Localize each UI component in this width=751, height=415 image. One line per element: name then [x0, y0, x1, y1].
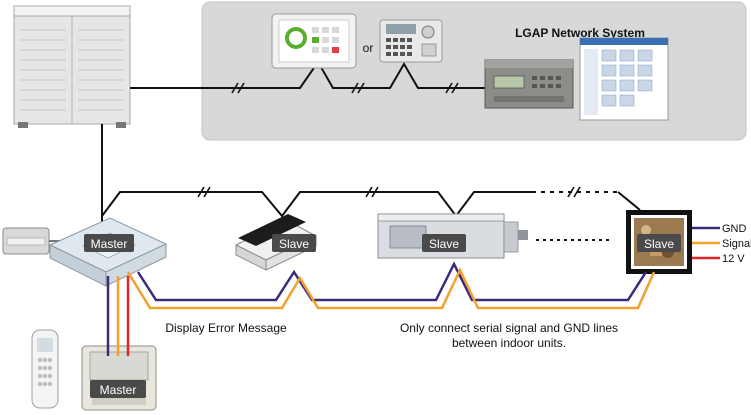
dry-contact-module [2, 227, 50, 255]
outdoor-unit [13, 5, 131, 128]
monitoring-screen [579, 37, 669, 121]
remote-master-label-bg [90, 380, 146, 398]
legend-12v-label: 12 V [722, 253, 745, 265]
slave-unit-1-label-bg [272, 234, 316, 252]
remote-wires [106, 276, 130, 356]
serial-note-line-2: between indoor units. [452, 336, 566, 350]
master-unit-label-bg [84, 234, 134, 252]
slave-unit-3-label: Slave [644, 237, 674, 251]
slave-unit-2-label: Slave [429, 237, 459, 251]
line-break-marks [197, 82, 581, 198]
wire-legend: GND Signal 12 V [692, 223, 751, 265]
or-label: or [363, 41, 374, 55]
touch-controller [271, 13, 357, 69]
central-controller [379, 19, 443, 63]
signal-serial-line [126, 267, 656, 310]
remote-master-label: Master [100, 383, 137, 397]
legend-signal-label: Signal [722, 238, 751, 250]
gnd-serial-line [136, 261, 648, 302]
slave-unit-3-label-bg [637, 234, 681, 252]
serial-note-line-1: Only connect serial signal and GND lines [400, 321, 618, 335]
master-unit-label: Master [91, 237, 128, 251]
network-gateway [484, 59, 574, 109]
slave-unit-1-label: Slave [279, 237, 309, 251]
network-system-title: LGAP Network System [515, 26, 645, 40]
legend-gnd-label: GND [722, 223, 747, 235]
wireless-remote [31, 329, 59, 409]
slave-unit-2-label-bg [422, 234, 466, 252]
display-error-message: Display Error Message [165, 321, 287, 335]
